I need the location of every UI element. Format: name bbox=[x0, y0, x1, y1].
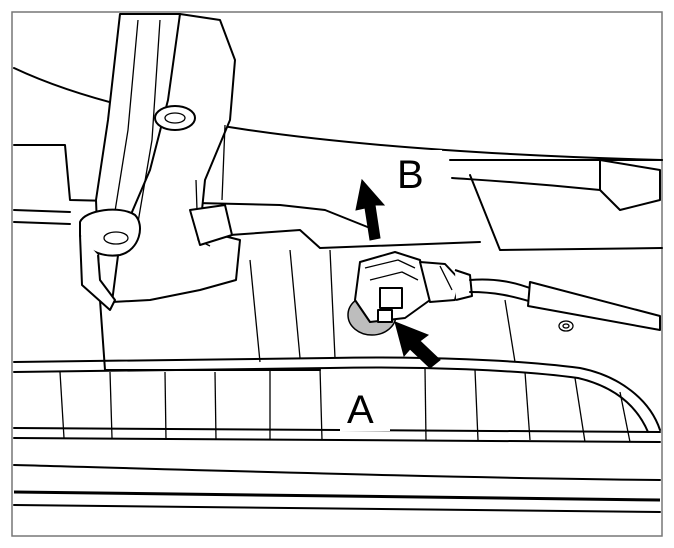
callout-b: B bbox=[397, 153, 424, 197]
tray-grid bbox=[13, 249, 661, 443]
right-housing bbox=[449, 159, 663, 251]
callout-a-background bbox=[340, 385, 390, 431]
callout-b-background bbox=[392, 150, 442, 196]
figure-border bbox=[11, 11, 663, 537]
arrow-up-left-icon bbox=[394, 321, 441, 369]
cable-connector bbox=[347, 251, 661, 336]
support-bracket bbox=[79, 13, 241, 311]
callout-a: A bbox=[347, 388, 374, 432]
upper-panel-edge bbox=[13, 67, 663, 161]
arrow-up-icon bbox=[355, 178, 386, 241]
bottom-rails bbox=[13, 464, 661, 513]
